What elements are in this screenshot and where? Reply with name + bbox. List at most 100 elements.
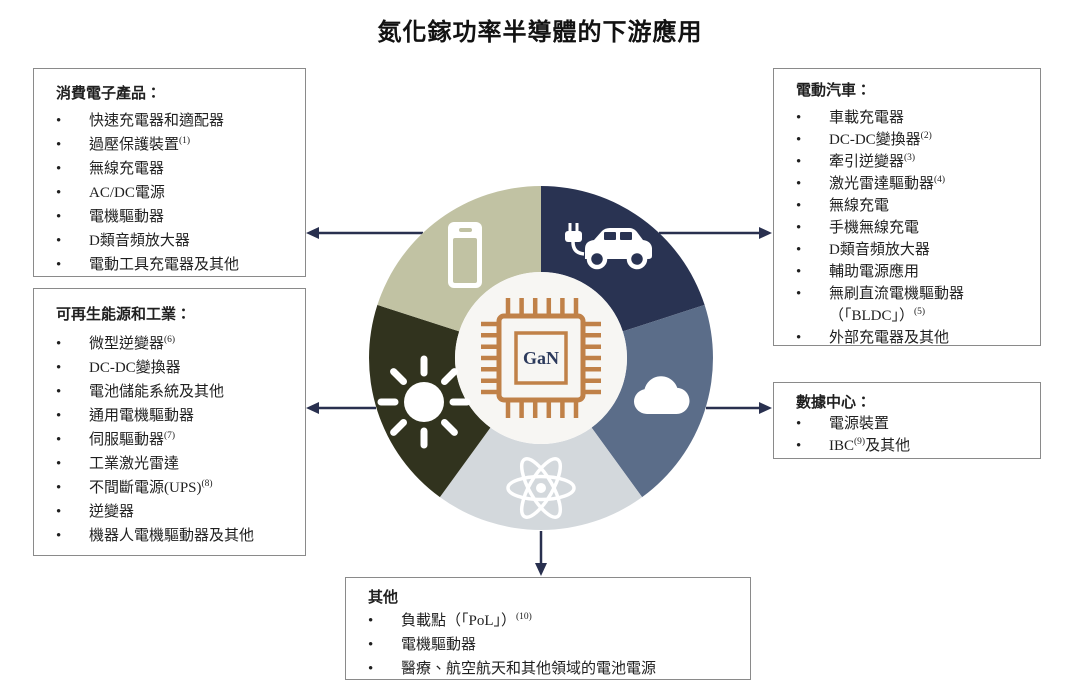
wheel-hub [455, 272, 627, 444]
bullet: • [56, 408, 62, 424]
list-item-text: AC/DC電源 [89, 185, 165, 201]
bullet: • [796, 220, 802, 236]
bullet: • [796, 286, 802, 302]
arrow-to-others-box [535, 531, 547, 576]
list-item: •輔助電源應用 [774, 261, 1040, 283]
list-item-text: D類音頻放大器 [829, 242, 930, 258]
list-item-text: （「BLDC」）(5) [829, 307, 926, 324]
bullet: • [56, 137, 62, 153]
list-item-text: 牽引逆變器(3) [829, 153, 916, 170]
page-title: 氮化鎵功率半導體的下游應用 [377, 19, 703, 46]
bullet: • [796, 330, 802, 346]
box-title-renewables: 可再生能源和工業： [56, 307, 192, 323]
bullet: • [56, 480, 62, 496]
list-item: • 醫療、航空航天和其他領域的電池電源 [346, 657, 750, 681]
list-item-text: 快速充電器和適配器 [89, 113, 225, 129]
list-item: •車載充電器 [774, 107, 1040, 129]
list-item: • 電源裝置 [774, 413, 1040, 435]
bullet: • [56, 336, 62, 352]
bullet: • [796, 416, 802, 432]
box-title-others: 其他 [368, 590, 399, 606]
list-item: •負載點（「PoL」）(10) [346, 609, 750, 633]
list-item: •快速充電器和適配器 [34, 109, 305, 133]
bullet: • [56, 360, 62, 376]
list-others: •負載點（「PoL」）(10) • 電機驅動器 • 醫療、航空航天和其他領域的電池電源 [346, 609, 750, 681]
bullet: • [796, 176, 802, 192]
bullet: • [368, 637, 374, 653]
list-item: • 機器人電機驅動器及其他 [34, 524, 305, 548]
list-item: （「BLDC」）(5) [774, 305, 1040, 327]
list-item-text: 激光雷達驅動器(4) [829, 175, 946, 192]
box-data-center: 數據中心： •電源裝置•IBC(9)及其他 [773, 382, 1041, 459]
list-item-text: 不間斷電源(UPS)(8) [89, 479, 213, 496]
bullet: • [56, 528, 62, 544]
list-item-text: IBC(9)及其他 [829, 437, 911, 454]
list-item: • 牽引逆變器(3) [774, 151, 1040, 173]
cloud-icon [634, 376, 690, 414]
list-item-text: 外部充電器及其他 [829, 330, 950, 346]
list-datacenter: • 電源裝置 • IBC(9)及其他 [774, 413, 1040, 457]
list-renewables: •微型逆變器(6)•DC-DC變換器•電池儲能系統及其他•通用電機驅動器•伺服驅… [34, 332, 305, 548]
box-renewables-industrial: 可再生能源和工業： •微型逆變器(6)•DC-DC變換器•電池儲能系統及其他•通… [33, 288, 306, 556]
list-item: •電池儲能系統及其他 [34, 380, 305, 404]
segment-others [439, 427, 643, 530]
list-item-text: 無刷直流電機驅動器 [829, 286, 965, 302]
bullet: • [56, 185, 62, 201]
box-title-ev: 電動汽車： [796, 83, 872, 99]
list-item: •逆變器 [34, 500, 305, 524]
box-title-consumer: 消費電子產品： [56, 86, 162, 102]
bullet: • [56, 233, 62, 249]
bullet: • [796, 438, 802, 454]
list-ev: •車載充電器•DC-DC變換器(2)•牽引逆變器(3)•激光雷達驅動器(4)•無… [774, 107, 1040, 349]
list-item-text: 無線充電 [829, 198, 890, 214]
list-item-text: 手機無線充電 [829, 220, 920, 236]
arrow-to-consumer-box [306, 227, 423, 239]
list-item: • 不間斷電源(UPS)(8) [34, 476, 305, 500]
list-item-text: 逆變器 [89, 504, 135, 520]
list-item: • 電機驅動器 [34, 205, 305, 229]
bullet: • [56, 209, 62, 225]
list-item-text: DC-DC變換器(2) [829, 131, 932, 148]
gan-chip-label: GaN [523, 348, 559, 368]
list-item-text: 過壓保護裝置(1) [89, 136, 191, 153]
list-item: •D類音頻放大器 [774, 239, 1040, 261]
bullet: • [796, 264, 802, 280]
list-item: •DC-DC變換器(2) [774, 129, 1040, 151]
list-item: •無線充電 [774, 195, 1040, 217]
bullet [796, 305, 829, 327]
list-item: • 手機無線充電 [774, 217, 1040, 239]
phone-icon [448, 222, 482, 288]
list-item: • 激光雷達驅動器(4) [774, 173, 1040, 195]
list-item-text: 電機驅動器 [401, 637, 477, 653]
list-item: • 過壓保護裝置(1) [34, 133, 305, 157]
list-item-text: 伺服驅動器(7) [89, 431, 176, 448]
list-item: • DC-DC變換器 [34, 356, 305, 380]
list-item-text: 電源裝置 [829, 416, 890, 432]
list-item-text: 電機驅動器 [89, 209, 165, 225]
list-item-text: 通用電機驅動器 [89, 408, 195, 424]
bullet: • [796, 110, 802, 126]
list-item-text: 電池儲能系統及其他 [89, 384, 225, 400]
list-item-text: DC-DC變換器 [89, 360, 181, 376]
list-item-text: 負載點（「PoL」）(10) [401, 612, 532, 629]
car-icon [565, 223, 652, 270]
bullet: • [56, 161, 62, 177]
list-item: • 電機驅動器 [346, 633, 750, 657]
bullet: • [368, 661, 374, 677]
list-item-text: 電動工具充電器及其他 [89, 257, 240, 273]
list-item: • 通用電機驅動器 [34, 404, 305, 428]
gan-chip-icon: GaN [481, 298, 601, 418]
list-item: • AC/DC電源 [34, 181, 305, 205]
list-item: •D類音頻放大器 [34, 229, 305, 253]
bullet: • [56, 432, 62, 448]
list-item-text: 機器人電機驅動器及其他 [89, 528, 255, 544]
box-others: 其他 •負載點（「PoL」）(10) • 電機驅動器 • 醫療、航空航天和其他領域的電池… [345, 577, 751, 680]
list-item: • 外部充電器及其他 [774, 327, 1040, 349]
list-item-text: 醫療、航空航天和其他領域的電池電源 [401, 661, 657, 677]
list-item: • IBC(9)及其他 [774, 435, 1040, 457]
bullet: • [796, 154, 802, 170]
bullet: • [56, 257, 62, 273]
box-consumer-electronics: 消費電子產品： •快速充電器和適配器•過壓保護裝置(1)•無線充電器•AC/DC… [33, 68, 306, 277]
list-item: •微型逆變器(6) [34, 332, 305, 356]
